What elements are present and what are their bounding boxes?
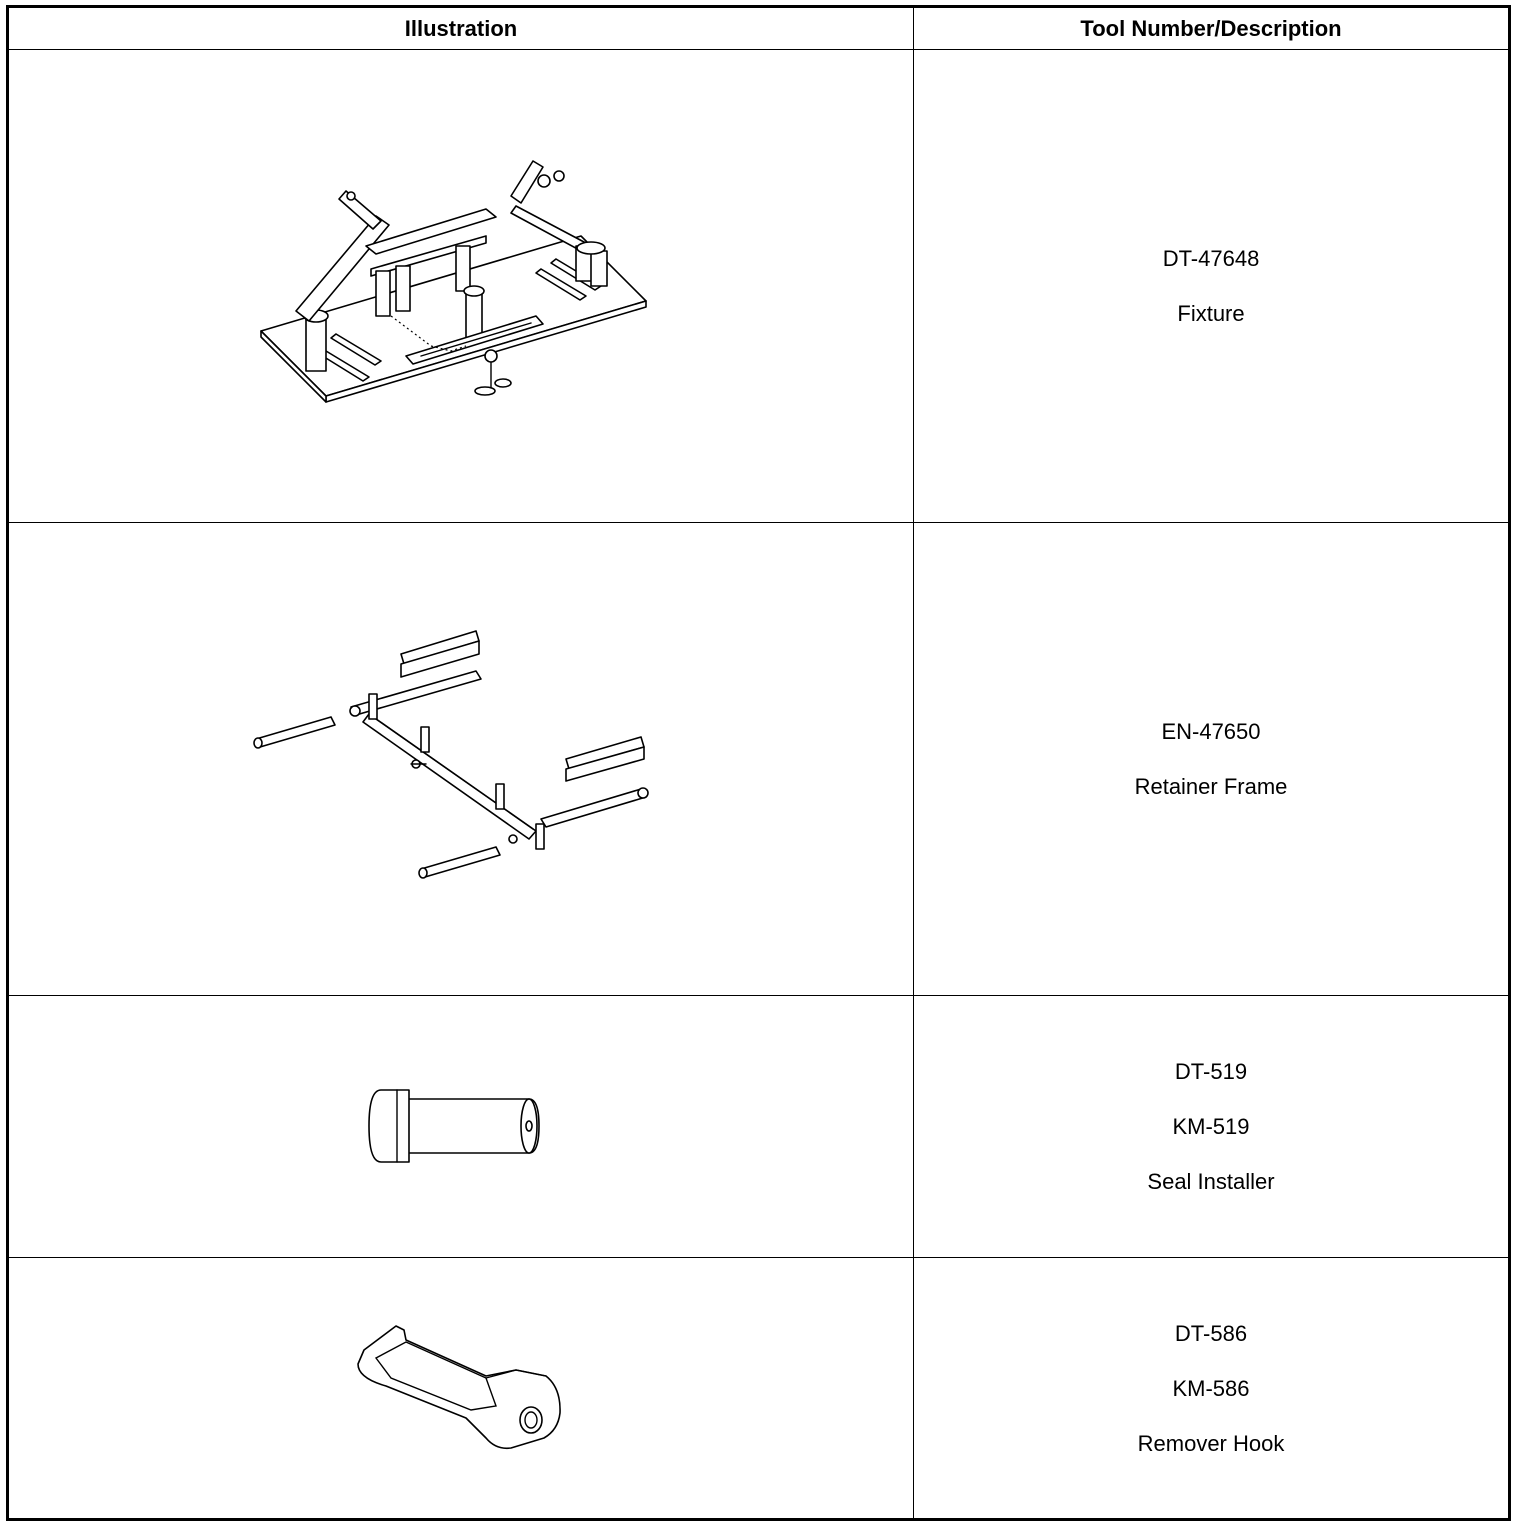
table-row: DT-519 KM-519 Seal Installer — [7, 995, 1510, 1258]
table-row: EN-47650 Retainer Frame — [7, 522, 1510, 996]
illustration-cell — [7, 1257, 914, 1520]
tool-description: Remover Hook — [1137, 1430, 1285, 1456]
fixture-illustration — [260, 160, 647, 403]
table-row: DT-586 KM-586 Remover Hook — [7, 1257, 1510, 1520]
tool-number: DT-519 — [1174, 1059, 1248, 1084]
description-cell: DT-47648 Fixture — [913, 49, 1510, 523]
tool-number: EN-47650 — [1161, 719, 1261, 744]
tool-number-alt: KM-586 — [1172, 1375, 1250, 1401]
header-row: Illustration Tool Number/Description — [7, 6, 1510, 50]
tool-description: Fixture — [1177, 301, 1245, 326]
tool-number: DT-47648 — [1162, 246, 1260, 271]
tool-description: Retainer Frame — [1134, 774, 1288, 799]
tool-number: DT-586 — [1174, 1320, 1248, 1346]
illustration-cell — [7, 522, 914, 996]
tool-number-alt: KM-519 — [1172, 1114, 1250, 1139]
tool-description: Seal Installer — [1147, 1169, 1275, 1194]
description-cell: DT-586 KM-586 Remover Hook — [913, 1257, 1510, 1520]
illustration-cell — [7, 49, 914, 523]
illustration-header: Illustration — [7, 6, 914, 50]
tool-table: Illustration Tool Number/Description — [6, 5, 1511, 1521]
illustration-cell — [7, 995, 914, 1258]
retainer-frame-illustration — [253, 630, 649, 879]
table-row: DT-47648 Fixture — [7, 49, 1510, 523]
seal-installer-illustration — [368, 1088, 540, 1163]
remover-hook-illustration — [357, 1325, 561, 1450]
description-cell: DT-519 KM-519 Seal Installer — [913, 995, 1510, 1258]
description-cell: EN-47650 Retainer Frame — [913, 522, 1510, 996]
description-header: Tool Number/Description — [913, 6, 1510, 50]
